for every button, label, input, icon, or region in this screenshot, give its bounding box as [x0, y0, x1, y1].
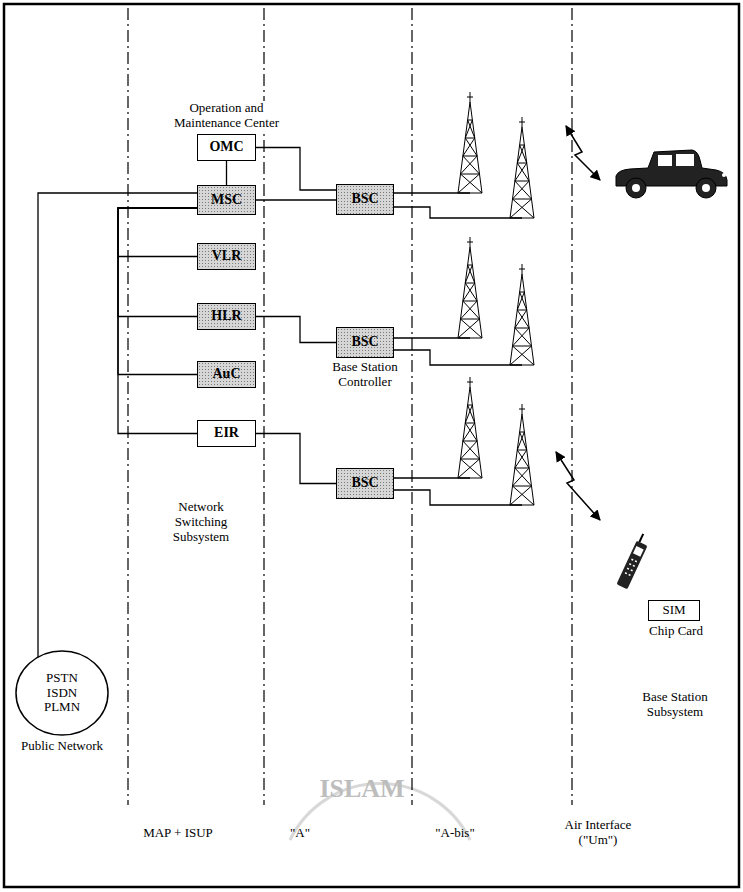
node-label: BSC: [351, 475, 378, 491]
phone-body: [616, 541, 647, 590]
radio-link: [566, 126, 600, 180]
node-label: EIR: [214, 425, 239, 441]
annotation-label: MAP + ISUP: [126, 826, 230, 841]
connector-line: [118, 208, 197, 375]
bts-wire: [394, 207, 522, 218]
connector-line: [256, 434, 336, 484]
tower-symbol: [458, 92, 482, 193]
register-box: EIR: [197, 420, 256, 447]
connector-line: [38, 193, 197, 657]
annotation-label: "A-bis": [420, 826, 490, 841]
node-label: SIM: [662, 603, 685, 618]
sim-card-box: SIM: [648, 600, 700, 621]
controller-box: BSCBase Station Controller: [336, 327, 394, 358]
tower-symbol: [458, 377, 482, 478]
phone-screen: [633, 546, 644, 557]
node-label: VLR: [212, 248, 242, 264]
car-wheel: [696, 178, 716, 198]
tower-symbol: [510, 117, 534, 218]
controller-box: BSC: [336, 468, 394, 499]
network-element-box: Operation and Maintenance CenterOMC: [197, 134, 256, 161]
tower-symbol: [458, 237, 482, 338]
register-box: VLR: [197, 243, 256, 270]
node-label: BSC: [351, 334, 378, 350]
annotation-label: Air Interface ("Um"): [550, 818, 646, 848]
car-hub: [632, 184, 640, 192]
annotation-label: "A": [275, 826, 325, 841]
phone-keys: [625, 559, 637, 575]
connector-line: [256, 148, 336, 191]
connector-line: [256, 317, 336, 343]
node-label: AuC: [212, 366, 240, 382]
node-label: PSTN ISDN PLMN: [34, 671, 90, 716]
tower-symbol: [510, 264, 534, 365]
bts-wire: [394, 350, 522, 365]
public-network-ellipse: PSTN ISDN PLMNPublic Network: [15, 650, 109, 736]
connector-line: [118, 208, 197, 257]
connector-line: [118, 208, 197, 434]
node-caption: Operation and Maintenance Center: [171, 101, 283, 131]
bts-wire: [394, 490, 522, 505]
connector-line: [226, 161, 227, 185]
node-label: MSC: [211, 192, 242, 208]
controller-box: BSC: [336, 184, 394, 215]
annotation-label: Network Switching Subsystem: [159, 500, 243, 545]
annotation-label: Chip Card: [636, 624, 716, 639]
interface-divider: [571, 8, 572, 805]
radio-link: [556, 452, 600, 520]
register-box: HLR: [197, 303, 256, 330]
network-element-box: MSC: [197, 185, 256, 215]
node-label: OMC: [209, 139, 243, 155]
car-window: [658, 155, 672, 166]
node-caption: Base Station Controller: [319, 360, 411, 390]
phone-icon: [616, 533, 651, 590]
car-lamp: [722, 173, 726, 177]
phone-antenna: [639, 534, 643, 542]
connector-line: [118, 208, 197, 317]
tower-symbol: [510, 404, 534, 505]
car-hub: [702, 184, 710, 192]
annotation-label: Base Station Subsystem: [619, 690, 731, 720]
car-wheel: [626, 178, 646, 198]
car-window: [676, 154, 694, 166]
car-icon: [616, 150, 727, 198]
node-caption: Public Network: [6, 739, 118, 754]
node-label: BSC: [351, 191, 378, 207]
node-label: HLR: [211, 308, 241, 324]
register-box: AuC: [197, 361, 256, 388]
watermark: ISLAM: [307, 774, 417, 804]
frame: [4, 4, 739, 887]
interface-divider: [411, 8, 412, 805]
connector-line: [256, 199, 336, 200]
interface-divider: [127, 8, 128, 805]
ellipse-outline: [16, 651, 108, 735]
